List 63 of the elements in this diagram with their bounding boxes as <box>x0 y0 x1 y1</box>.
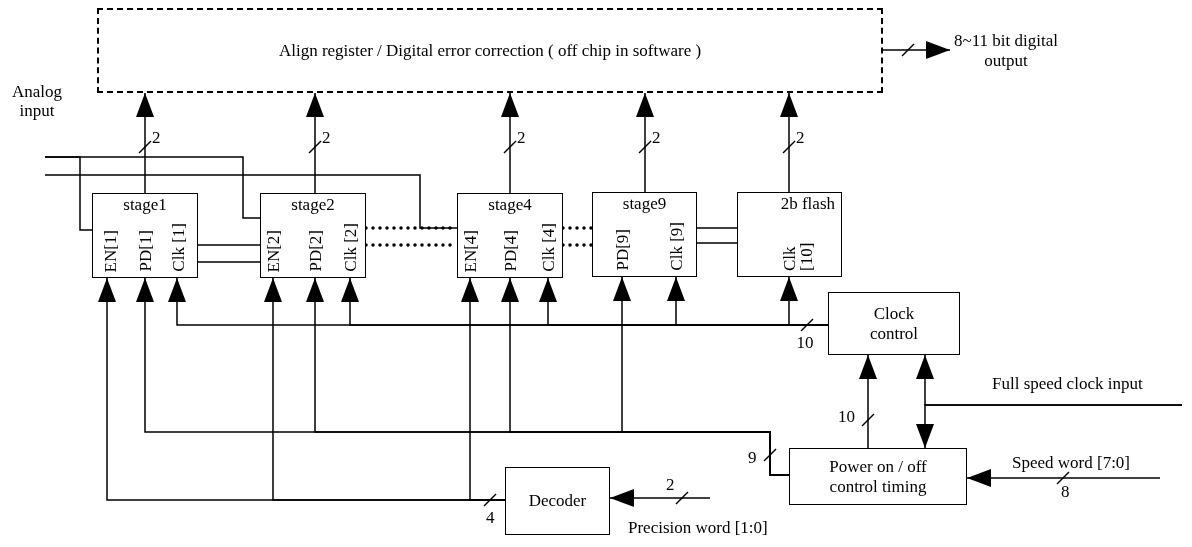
dotted-connector <box>561 226 594 247</box>
port-label: Clk [10] <box>781 241 815 271</box>
arrow <box>609 489 711 507</box>
arrow <box>780 92 798 193</box>
port-label: Clk [1] <box>170 223 187 272</box>
port-label: Clk [2] <box>342 223 359 272</box>
port-label: PD[4] <box>502 230 519 272</box>
arrow <box>966 469 1161 487</box>
signal-line <box>696 227 738 244</box>
input-label: Precision word [1:0] <box>628 518 769 537</box>
bus-width-label: 4 <box>486 508 496 527</box>
dashed-block <box>97 8 883 93</box>
stage-block <box>260 193 366 278</box>
arrow <box>461 277 506 501</box>
arrow <box>136 92 154 194</box>
block-title: stage9 <box>622 194 667 214</box>
signal-line <box>44 156 261 219</box>
stage-block <box>592 192 697 277</box>
arrow <box>780 276 829 326</box>
block-title: 2b flash <box>780 194 835 214</box>
port-label: PD[1] <box>137 230 154 272</box>
control-block <box>789 448 967 505</box>
arrow <box>306 92 324 194</box>
port-label: EN[2] <box>265 229 282 272</box>
stage-block <box>457 193 563 278</box>
port-label: EN[4] <box>462 229 479 272</box>
port-label: EN[1] <box>102 229 119 272</box>
bus-width-label: 2 <box>517 128 526 147</box>
block-label: Decoder <box>527 491 588 511</box>
bus-width-label: 10 <box>838 407 855 426</box>
block-title: stage2 <box>291 195 335 215</box>
stage-block <box>92 193 198 278</box>
block-label: 8~11 bit digital output <box>954 31 1058 71</box>
bus-width-label: 2 <box>152 128 161 147</box>
bus-width-label: 2 <box>652 128 661 147</box>
block-label: Clock control <box>868 303 920 344</box>
arrow <box>882 41 951 59</box>
block-title: stage1 <box>123 195 167 215</box>
bus-width-label: 8 <box>1061 482 1070 501</box>
port-label: PD[9] <box>614 229 631 271</box>
block-title: stage4 <box>488 195 532 215</box>
arrow <box>501 92 519 194</box>
arrow <box>916 404 1183 449</box>
arrow <box>859 354 877 449</box>
port-label: PD[2] <box>307 230 324 272</box>
input-label: Speed word [7:0] <box>1012 453 1132 472</box>
bus-width-label: 2 <box>666 475 675 494</box>
bus-width-label: 10 <box>795 333 815 352</box>
block-label: Align register / Digital error correction ( off chip in software ) <box>277 40 703 61</box>
bus-width-label: 2 <box>322 128 331 147</box>
signal-line <box>44 174 458 229</box>
input-label: Full speed clock input <box>992 374 1144 393</box>
bus-width-label: 2 <box>796 128 805 147</box>
input-label: Analog input <box>10 82 63 120</box>
signal-line <box>197 244 261 263</box>
control-block <box>828 292 960 355</box>
flash-block <box>737 192 842 277</box>
block-label: Power on / off control timing <box>828 456 928 497</box>
port-label: Clk [4] <box>540 223 557 272</box>
port-label: Clk [9] <box>668 222 685 271</box>
bus-width-label: 9 <box>748 448 758 467</box>
arrow <box>636 92 654 193</box>
decoder-block <box>505 467 610 535</box>
